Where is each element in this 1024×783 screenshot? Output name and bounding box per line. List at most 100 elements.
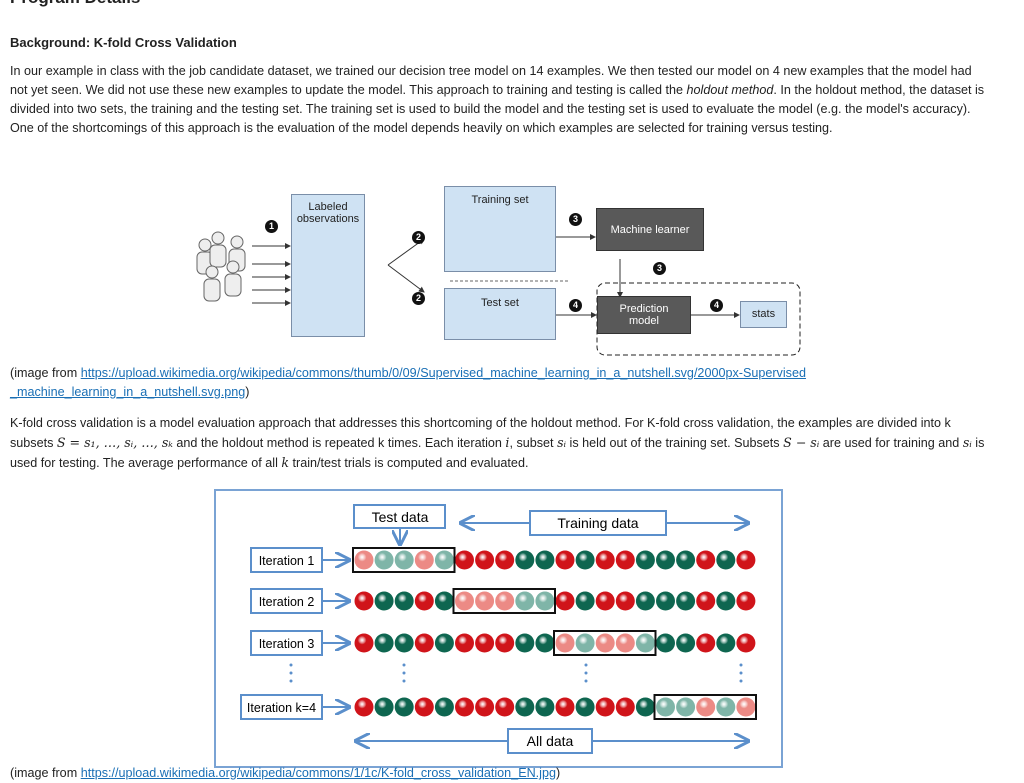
iteration-label: Iteration k=4 bbox=[240, 694, 323, 720]
data-point-ball bbox=[615, 550, 635, 570]
text: In our example in class with the job can… bbox=[10, 64, 972, 97]
text: and the holdout method is repeated k tim… bbox=[172, 436, 506, 450]
data-point-ball bbox=[394, 550, 414, 570]
data-point-ball bbox=[515, 633, 535, 653]
data-point-ball bbox=[495, 697, 515, 717]
math: S = s₁, …, sᵢ, …, sₖ bbox=[56, 435, 173, 450]
data-point-ball bbox=[354, 591, 374, 611]
data-point-ball bbox=[414, 550, 434, 570]
holdout-method-term: holdout method bbox=[686, 83, 774, 97]
data-point-ball bbox=[374, 633, 394, 653]
data-point-ball bbox=[475, 697, 495, 717]
data-point-ball bbox=[455, 633, 474, 653]
data-point-ball bbox=[575, 697, 595, 717]
data-point-ball bbox=[414, 633, 434, 653]
data-point-ball bbox=[394, 591, 414, 611]
data-point-ball bbox=[555, 697, 575, 717]
data-point-ball bbox=[555, 550, 575, 570]
test-fold-box bbox=[452, 588, 556, 614]
data-point-ball bbox=[515, 591, 535, 611]
data-point-ball bbox=[475, 633, 495, 653]
data-point-ball bbox=[716, 633, 736, 653]
data-point-ball bbox=[434, 697, 454, 717]
data-point-ball bbox=[635, 550, 655, 570]
data-point-ball bbox=[656, 633, 675, 653]
step-marker: 4 bbox=[569, 299, 582, 312]
test-fold-box bbox=[653, 694, 757, 720]
data-point-ball bbox=[455, 550, 474, 570]
data-point-ball bbox=[595, 633, 615, 653]
all-data-label: All data bbox=[507, 728, 593, 754]
iteration-label: Iteration 1 bbox=[250, 547, 323, 573]
machine-learner-box: Machine learner bbox=[596, 208, 704, 251]
step-marker: 1 bbox=[265, 220, 278, 233]
stats-box: stats bbox=[740, 301, 787, 328]
step-marker: 4 bbox=[710, 299, 723, 312]
data-point-ball bbox=[635, 633, 655, 653]
data-point-ball bbox=[676, 591, 696, 611]
data-point-ball bbox=[394, 697, 414, 717]
data-point-ball bbox=[354, 697, 374, 717]
step-marker: 3 bbox=[569, 213, 582, 226]
data-point-ball bbox=[515, 697, 535, 717]
data-point-ball bbox=[595, 591, 615, 611]
data-point-ball bbox=[736, 550, 756, 570]
iteration-label: Iteration 3 bbox=[250, 630, 323, 656]
data-point-ball bbox=[635, 697, 655, 717]
data-point-ball bbox=[696, 697, 716, 717]
data-point-ball bbox=[575, 550, 595, 570]
image-source-link[interactable]: https://upload.wikimedia.org/wikipedia/c… bbox=[80, 766, 556, 780]
holdout-diagram: Labeled observations Training set Test s… bbox=[0, 0, 1024, 370]
text: (image from bbox=[10, 366, 81, 380]
data-point-ball bbox=[535, 633, 555, 653]
data-point-ball bbox=[555, 633, 575, 653]
intro-paragraph: In our example in class with the job can… bbox=[10, 62, 985, 138]
labeled-observations-box: Labeled observations bbox=[291, 194, 365, 337]
training-data-label: Training data bbox=[529, 510, 667, 536]
data-point-ball bbox=[555, 591, 575, 611]
data-point-ball bbox=[434, 633, 454, 653]
svg-text:Test data: Test data bbox=[372, 509, 429, 525]
data-point-ball bbox=[475, 550, 495, 570]
data-point-ball bbox=[736, 697, 756, 717]
iteration-row: Iteration 2 bbox=[250, 588, 756, 614]
ellipsis-dots bbox=[289, 663, 743, 683]
math: k bbox=[281, 455, 290, 470]
svg-text:Iteration 2: Iteration 2 bbox=[259, 595, 315, 609]
test-fold-box bbox=[553, 630, 657, 656]
math: sᵢ bbox=[962, 435, 972, 450]
data-point-ball bbox=[716, 550, 736, 570]
data-point-ball bbox=[535, 697, 555, 717]
people-icon bbox=[196, 231, 246, 302]
text: is held out of the training set. Subsets bbox=[566, 436, 784, 450]
data-point-ball bbox=[635, 591, 655, 611]
iteration-row: Iteration k=4 bbox=[240, 694, 757, 720]
data-point-ball bbox=[575, 591, 595, 611]
svg-text:All data: All data bbox=[527, 733, 574, 749]
text: , subset bbox=[509, 436, 558, 450]
data-point-ball bbox=[615, 633, 635, 653]
test-fold-box bbox=[352, 547, 456, 573]
training-set-box: Training set bbox=[444, 186, 556, 272]
data-point-ball bbox=[716, 697, 736, 717]
data-point-ball bbox=[535, 591, 555, 611]
data-point-ball bbox=[535, 550, 555, 570]
step-marker: 2 bbox=[412, 231, 425, 244]
data-point-ball bbox=[455, 697, 474, 717]
diagram-frame bbox=[214, 489, 783, 768]
page-title: Program Details bbox=[10, 0, 140, 8]
image-source-link[interactable]: https://upload.wikimedia.org/wikipedia/c… bbox=[10, 366, 806, 399]
svg-text:Training data: Training data bbox=[557, 515, 638, 531]
test-set-box: Test set bbox=[444, 288, 556, 340]
data-point-ball bbox=[495, 591, 515, 611]
text: are used for training and bbox=[819, 436, 963, 450]
data-point-ball bbox=[696, 591, 716, 611]
text: ) bbox=[556, 766, 561, 780]
data-point-ball bbox=[374, 550, 394, 570]
step-marker: 3 bbox=[653, 262, 666, 275]
text: is used for testing. The average perform… bbox=[10, 436, 985, 470]
diagram-lines bbox=[196, 231, 801, 356]
text: train/test trials is computed and evalua… bbox=[289, 456, 529, 470]
step-marker: 2 bbox=[412, 292, 425, 305]
